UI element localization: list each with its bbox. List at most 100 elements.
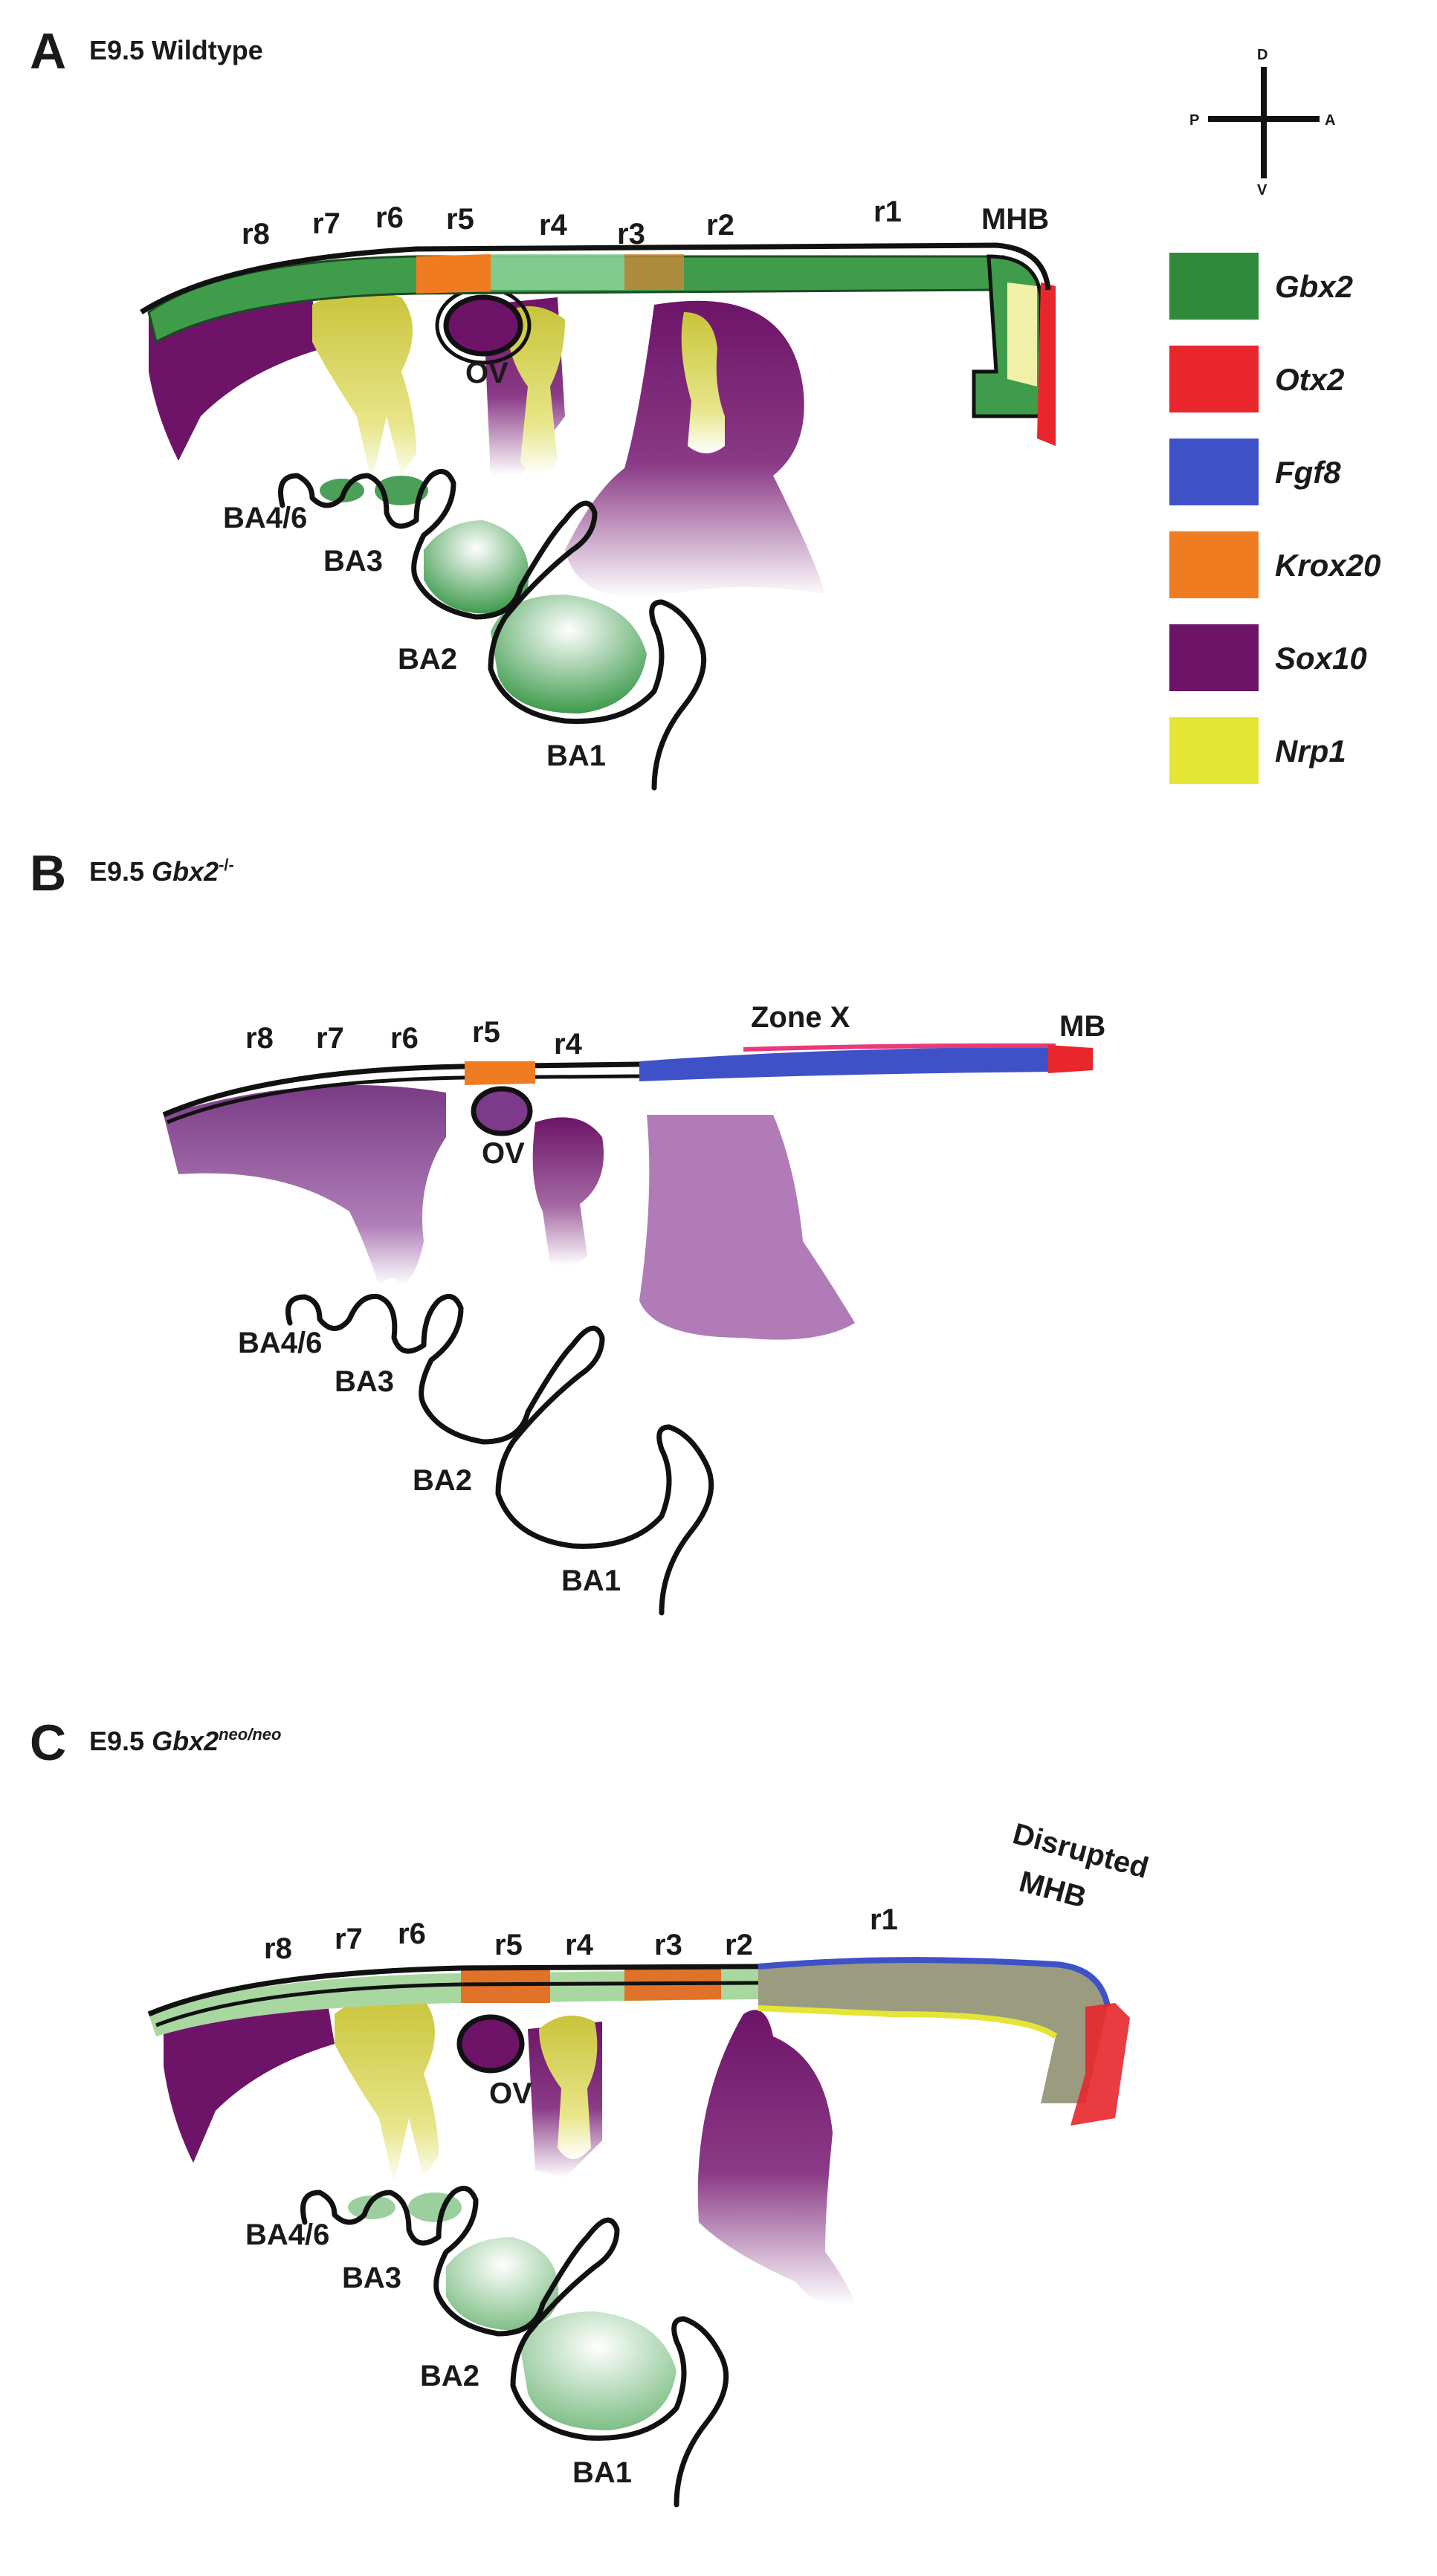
orientation-compass: D V P A bbox=[1189, 47, 1335, 198]
ba46-label: BA4/6 bbox=[238, 1327, 322, 1359]
r2-label: r2 bbox=[706, 209, 734, 242]
ba2-gbx2 bbox=[446, 2237, 559, 2331]
r3-label: r3 bbox=[654, 1929, 682, 1961]
svg-text:E9.5 Gbx2-/-: E9.5 Gbx2-/- bbox=[89, 855, 234, 887]
legend-label-nrp1: Nrp1 bbox=[1275, 734, 1346, 768]
legend-swatch-gbx2 bbox=[1169, 253, 1259, 320]
panel-c-title-sup: neo/neo bbox=[219, 1725, 281, 1744]
nrp1-domain bbox=[758, 2005, 1058, 2039]
branchial-arch-outline bbox=[285, 1293, 714, 1616]
nrp1-r4-stream bbox=[539, 2016, 598, 2159]
ba1-label: BA1 bbox=[546, 740, 606, 772]
branchial-arch-outline bbox=[300, 2185, 729, 2508]
fgf8-zone-x bbox=[639, 1046, 1056, 1081]
ba46-label: BA4/6 bbox=[245, 2219, 329, 2251]
otic-vesicle bbox=[443, 294, 523, 357]
ba1-gbx2 bbox=[520, 2311, 676, 2430]
r4-light-segment bbox=[491, 254, 624, 290]
r6-label: r6 bbox=[375, 201, 404, 234]
otic-vesicle-label: OV bbox=[482, 1137, 525, 1170]
panel-a: A E9.5 Wildtype D V P A Gbx2 Otx2 Fgf8 K… bbox=[0, 0, 1437, 825]
nrp1-posterior-stream bbox=[312, 291, 416, 483]
r4-label: r4 bbox=[565, 1929, 594, 1961]
r8-label: r8 bbox=[242, 218, 270, 250]
r6-label: r6 bbox=[398, 1918, 426, 1950]
r7-label: r7 bbox=[312, 207, 340, 240]
r4-label: r4 bbox=[554, 1028, 583, 1061]
otx2-midbrain bbox=[1048, 1045, 1093, 1073]
compass-dorsal: D bbox=[1257, 47, 1268, 63]
otx2-midbrain bbox=[1037, 282, 1056, 446]
otic-vesicle-label: OV bbox=[465, 357, 508, 389]
r1-label: r1 bbox=[873, 195, 902, 228]
panel-a-diagram: A E9.5 Wildtype D V P A Gbx2 Otx2 Fgf8 K… bbox=[30, 23, 1381, 791]
sox10-trigeminal-stream bbox=[697, 2010, 855, 2305]
legend-label-sox10: Sox10 bbox=[1275, 641, 1367, 676]
legend-swatch-krox20 bbox=[1169, 531, 1259, 598]
panel-b-title-sup: -/- bbox=[219, 855, 234, 874]
gene-legend: Gbx2 Otx2 Fgf8 Krox20 Sox10 Nrp1 bbox=[1169, 253, 1381, 784]
zone-x-label: Zone X bbox=[751, 1001, 850, 1034]
r5-label: r5 bbox=[446, 203, 474, 236]
krox20-r5 bbox=[416, 254, 491, 294]
ba1-label: BA1 bbox=[561, 1564, 621, 1597]
r5-label: r5 bbox=[472, 1016, 500, 1049]
r7-label: r7 bbox=[316, 1022, 344, 1055]
r1-label: r1 bbox=[870, 1903, 898, 1936]
r8-label: r8 bbox=[245, 1022, 274, 1055]
legend-label-krox20: Krox20 bbox=[1275, 548, 1381, 583]
krox20-r5 bbox=[465, 1061, 535, 1085]
otx2-midbrain bbox=[1071, 2003, 1130, 2126]
disrupted-mhb-region bbox=[758, 1961, 1108, 2103]
r4-label: r4 bbox=[539, 209, 568, 242]
mb-label: MB bbox=[1059, 1010, 1105, 1043]
r2-label: r2 bbox=[725, 1929, 753, 1961]
legend-label-otx2: Otx2 bbox=[1275, 362, 1344, 397]
mhb-nrp1 bbox=[1007, 282, 1037, 386]
svg-text:E9.5 Gbx2neo/neo: E9.5 Gbx2neo/neo bbox=[89, 1725, 281, 1756]
compass-anterior: A bbox=[1325, 112, 1335, 129]
legend-label-gbx2: Gbx2 bbox=[1275, 269, 1353, 304]
sox10-posterior-stream bbox=[164, 1085, 446, 1286]
ba2-gbx2 bbox=[424, 520, 529, 614]
legend-swatch-otx2 bbox=[1169, 346, 1259, 412]
nrp1-posterior-stream bbox=[335, 1994, 439, 2185]
legend-swatch-fgf8 bbox=[1169, 438, 1259, 505]
otic-vesicle bbox=[456, 2014, 525, 2074]
panel-b-diagram: B E9.5 Gbx2-/- OV r8 r7 r6 r5 r4 Zone X … bbox=[30, 845, 1105, 1616]
panel-c: C E9.5 Gbx2neo/neo OV r8 r7 r6 r5 r4 r3 … bbox=[0, 1687, 1437, 2576]
legend-swatch-sox10 bbox=[1169, 624, 1259, 691]
ba1-label: BA1 bbox=[572, 2456, 632, 2489]
ba3-label: BA3 bbox=[342, 2262, 401, 2294]
ba2-label: BA2 bbox=[398, 643, 457, 676]
panel-a-title: E9.5 Wildtype bbox=[89, 35, 263, 65]
r3-label: r3 bbox=[617, 218, 645, 250]
otic-vesicle-label: OV bbox=[489, 2077, 532, 2110]
ba2-label: BA2 bbox=[413, 1464, 472, 1497]
ba1-gbx2 bbox=[491, 595, 647, 713]
r5-label: r5 bbox=[494, 1929, 523, 1961]
sox10-posterior-stream bbox=[164, 1997, 335, 2163]
panel-b-letter: B bbox=[30, 845, 66, 902]
compass-posterior: P bbox=[1189, 112, 1199, 129]
panel-c-title-gene: Gbx2 bbox=[152, 1726, 219, 1756]
mhb-label: MHB bbox=[1015, 1865, 1089, 1915]
branchial-arch-outline bbox=[278, 468, 707, 791]
panel-c-letter: C bbox=[30, 1715, 66, 1771]
r6-label: r6 bbox=[390, 1022, 419, 1055]
ba46-label: BA4/6 bbox=[223, 502, 307, 534]
legend-label-fgf8: Fgf8 bbox=[1275, 455, 1341, 490]
sox10-r4-stream bbox=[532, 1117, 604, 1266]
ba3-label: BA3 bbox=[323, 545, 383, 577]
ba3-label: BA3 bbox=[335, 1365, 394, 1398]
panel-c-diagram: C E9.5 Gbx2neo/neo OV r8 r7 r6 r5 r4 r3 … bbox=[30, 1715, 1152, 2508]
panel-a-letter: A bbox=[30, 23, 66, 80]
panel-b-title-gene: Gbx2 bbox=[152, 856, 219, 887]
r7-label: r7 bbox=[335, 1923, 363, 1955]
sox10-trigeminal-stream bbox=[639, 1115, 855, 1340]
mhb-label: MHB bbox=[981, 203, 1049, 236]
panel-c-title-prefix: E9.5 bbox=[89, 1726, 152, 1756]
panel-b-title-prefix: E9.5 bbox=[89, 856, 152, 887]
fgf8-domain bbox=[758, 1957, 1111, 2007]
compass-ventral: V bbox=[1257, 182, 1268, 198]
